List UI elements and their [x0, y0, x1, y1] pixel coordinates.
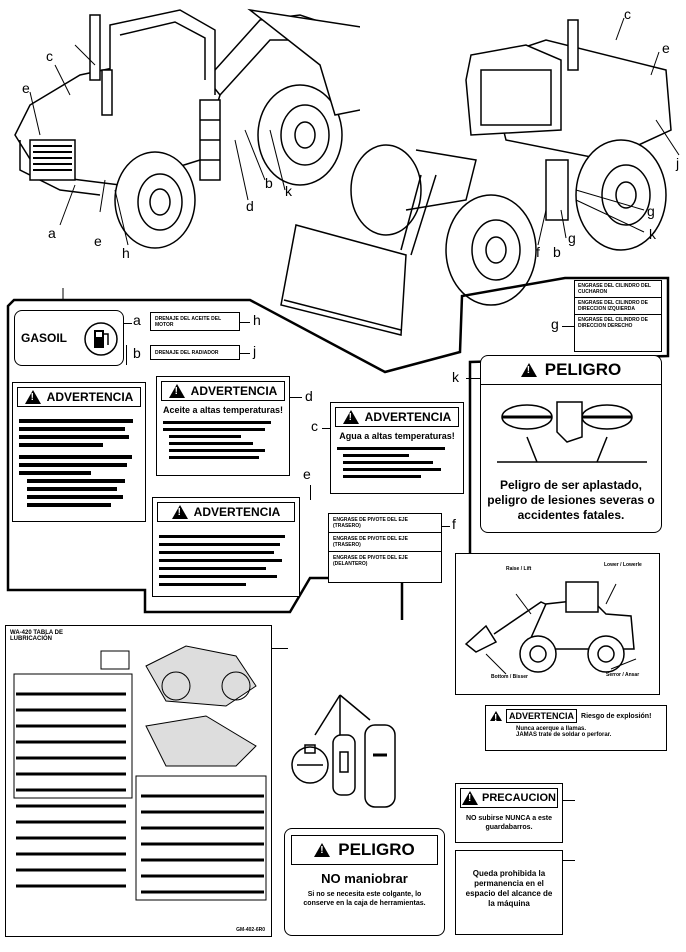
danger-k-text: Peligro de ser aplastado, peligro de les… [487, 478, 655, 522]
panel-callout-d: d [305, 388, 313, 404]
panel-callout-k: k [452, 369, 459, 385]
fuel-pump-icon [84, 322, 118, 356]
lub-chart-title: WA-420 TABLA DE LUBRICACIÓN [10, 630, 64, 642]
callout-g2-right: g [568, 230, 576, 246]
panel-callout-a: a [133, 312, 141, 328]
warning-triangle-icon [168, 384, 185, 398]
decal-danger-pendant: PELIGRO NO maniobrar Si no se necesita e… [284, 828, 445, 936]
danger-pendant-title: PELIGRO [338, 840, 415, 859]
loader-illustration-right [280, 17, 680, 336]
panel-callout-f: f [452, 516, 456, 532]
caution-title: PRECAUCION [482, 792, 556, 804]
axle-line-3: ENGRASE DE PIVOTE DEL EJE (DELANTERO) [333, 555, 408, 567]
grease-line-2: ENGRASE DEL CILINDRO DE DIRECCION IZQUIE… [575, 298, 661, 315]
decal-radiator-drain: DRENAJE DEL RADIADOR [150, 345, 240, 360]
lub-chart-footer: GM-402-6R0 [236, 927, 265, 933]
decal-axle-pivot-grease: ENGRASE DE PIVOTE DEL EJE (TRASERO) ENGR… [328, 513, 442, 583]
panel-callout-e: e [303, 466, 311, 482]
axle-line-2: ENGRASE DE PIVOTE DEL EJE (TRASERO) [329, 533, 441, 552]
warning-triangle-icon [24, 390, 41, 404]
warning-explosion-title: ADVERTENCIA [506, 709, 578, 723]
engine-oil-drain-text: DRENAJE DEL ACEITE DEL MOTOR [155, 316, 222, 328]
panel-callout-h: h [253, 312, 261, 328]
callout-f-right: f [536, 244, 540, 260]
pendant-illustration [291, 694, 396, 808]
loader-illustration-left [14, 8, 360, 249]
warning-b-title: ADVERTENCIA [46, 390, 134, 404]
warning-c-subtitle: Agua a altas temperaturas! [339, 431, 455, 441]
loader-bottom-left-label: Bottom / Bisser [491, 674, 528, 680]
grease-line-1: ENGRASE DEL CILINDRO DEL CUCHARON [575, 281, 661, 298]
danger-k-title: PELIGRO [544, 360, 622, 379]
decal-warning-explosion: ADVERTENCIA Riesgo de explosión! Nunca a… [485, 705, 667, 751]
callout-e2-left: e [94, 233, 102, 249]
decal-loader-operation: Raise / Lift Lower / Lowerle Bottom / Bi… [455, 553, 660, 695]
radiator-drain-text: DRENAJE DEL RADIADOR [155, 350, 219, 356]
callout-e-left: e [22, 80, 30, 96]
callout-b-right: b [553, 244, 561, 260]
danger-pendant-subtitle: NO maniobrar [321, 871, 408, 886]
loader-side-icon [464, 581, 637, 675]
prohibited-zone-text: Queda prohibida la permanencia en el esp… [465, 869, 553, 908]
decal-warning-b: ADVERTENCIA [12, 382, 146, 522]
lub-chart-graphics [13, 645, 267, 901]
decal-grease-cylinders: ENGRASE DEL CILINDRO DEL CUCHARON ENGRAS… [574, 280, 662, 352]
decal-warning-water: ADVERTENCIA Agua a altas temperaturas! [330, 402, 464, 494]
decal-danger-crush: PELIGRO Peligro de ser aplastado, peligr… [480, 355, 662, 533]
danger-pendant-text: Si no se necesita este colgante, lo cons… [303, 891, 426, 907]
decal-warning-e: ADVERTENCIA [152, 497, 300, 597]
warning-triangle-icon [171, 505, 188, 519]
callout-c-left: c [46, 48, 53, 64]
caution-text: NO subirse NUNCA a este guardabarros. [465, 815, 553, 831]
warning-explosion-line2: JAMAS trate de soldar o perforar. [516, 732, 612, 738]
warning-d-subtitle: Aceite a altas temperaturas! [162, 405, 284, 415]
danger-triangle-icon [520, 363, 537, 377]
callout-h-left: h [122, 245, 130, 261]
warning-explosion-subtitle: Riesgo de explosión! [581, 712, 652, 720]
loader-raise-label: Raise / Lift [506, 566, 532, 572]
grease-line-3: ENGRASE DEL CILINDRO DE DIRECCION DERECH… [578, 317, 648, 329]
decal-caution: PRECAUCION NO subirse NUNCA a este guard… [455, 783, 563, 843]
callout-d-left: d [246, 198, 254, 214]
decal-panel-outline [6, 276, 670, 620]
panel-callout-j: j [253, 343, 257, 359]
axle-line-1: ENGRASE DE PIVOTE DEL EJE (TRASERO) [329, 514, 441, 533]
callout-j-right: j [676, 155, 680, 171]
decal-engine-oil-drain: DRENAJE DEL ACEITE DEL MOTOR [150, 312, 240, 331]
decal-gasoil: GASOIL [14, 310, 124, 366]
warning-c-title: ADVERTENCIA [364, 410, 452, 424]
lubrication-chart: WA-420 TABLA DE LUBRICACIÓN GM-402-6R0 [5, 625, 272, 937]
callout-e-right: e [662, 40, 670, 56]
callout-k-right: k [649, 226, 656, 242]
callout-c-right: c [624, 6, 631, 22]
decal-prohibited-zone: Queda prohibida la permanencia en el esp… [455, 850, 563, 935]
loader-lower-label: Lower / Lowerle [604, 562, 642, 568]
warning-explosion-line1: Nunca acerque a llamas. [516, 726, 587, 732]
gasoil-label: GASOIL [21, 331, 68, 345]
callout-g-right: g [647, 203, 655, 219]
panel-callout-c: c [311, 418, 318, 434]
panel-callout-b: b [133, 345, 141, 361]
danger-triangle-icon [314, 843, 331, 857]
callout-b-left: b [265, 175, 273, 191]
warning-triangle-icon [490, 711, 502, 724]
warning-e-title: ADVERTENCIA [193, 505, 281, 519]
callout-k-left: k [285, 183, 292, 199]
callout-a-left: a [48, 225, 56, 241]
panel-callout-g: g [551, 316, 559, 332]
caution-triangle-icon [462, 791, 479, 805]
warning-triangle-icon [342, 410, 359, 424]
loader-bottom-right-label: Serror / Ansar [606, 672, 640, 678]
warning-d-title: ADVERTENCIA [190, 384, 278, 398]
decal-warning-oil: ADVERTENCIA Aceite a altas temperaturas! [156, 376, 290, 476]
crush-hazard-icon [497, 401, 647, 463]
